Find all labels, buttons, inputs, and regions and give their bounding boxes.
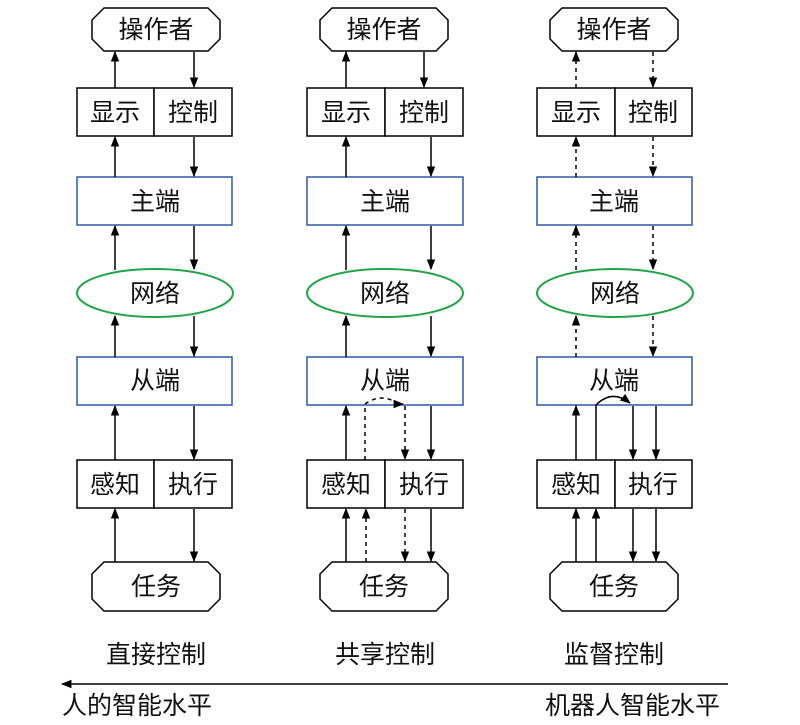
task-node bbox=[549, 561, 679, 612]
sensing-label: 感知 bbox=[551, 470, 601, 499]
execution-label: 执行 bbox=[168, 470, 218, 499]
column-shared-control: 操作者 显示 控制 主端 网络 从端 感知 执行 任务 bbox=[306, 7, 464, 669]
master-box bbox=[306, 176, 464, 226]
execution-label: 执行 bbox=[399, 470, 449, 499]
execution-label: 执行 bbox=[628, 470, 678, 499]
execution-box bbox=[153, 459, 233, 509]
caption-supervisory-control: 监督控制 bbox=[564, 640, 664, 669]
operator-node bbox=[91, 7, 221, 52]
operator-node bbox=[549, 7, 679, 52]
control-box bbox=[384, 87, 464, 137]
network-ellipse bbox=[76, 268, 234, 318]
master-box bbox=[536, 176, 693, 226]
dashed-local-loop-arrow bbox=[364, 397, 405, 460]
task-node bbox=[319, 561, 449, 612]
master-label: 主端 bbox=[130, 187, 180, 216]
slave-label: 从端 bbox=[589, 366, 639, 395]
control-label: 控制 bbox=[628, 98, 678, 127]
control-label: 控制 bbox=[399, 98, 449, 127]
task-label: 任务 bbox=[589, 572, 639, 601]
operator-label: 操作者 bbox=[346, 15, 421, 44]
execution-box bbox=[614, 459, 693, 509]
display-box bbox=[306, 87, 386, 137]
task-node bbox=[91, 561, 221, 612]
caption-shared-control: 共享控制 bbox=[335, 640, 435, 669]
master-box bbox=[76, 176, 233, 226]
master-label: 主端 bbox=[589, 187, 639, 216]
slave-label: 从端 bbox=[130, 366, 180, 395]
slave-label: 从端 bbox=[360, 366, 410, 395]
task-label: 任务 bbox=[131, 572, 181, 601]
slave-box bbox=[76, 356, 233, 406]
network-ellipse bbox=[536, 268, 694, 318]
slave-box bbox=[306, 356, 464, 406]
sensing-box bbox=[306, 459, 386, 509]
network-label: 网络 bbox=[130, 279, 180, 308]
local-loop-arrow bbox=[595, 393, 631, 460]
control-box bbox=[614, 87, 693, 137]
network-label: 网络 bbox=[590, 279, 640, 308]
human-intelligence-level-label: 人的智能水平 bbox=[62, 691, 212, 720]
display-label: 显示 bbox=[551, 98, 601, 127]
display-label: 显示 bbox=[90, 98, 140, 127]
operator-label: 操作者 bbox=[118, 15, 193, 44]
sensing-box bbox=[536, 459, 616, 509]
task-label: 任务 bbox=[359, 572, 409, 601]
caption-direct-control: 直接控制 bbox=[106, 640, 206, 669]
control-label: 控制 bbox=[168, 98, 218, 127]
operator-node bbox=[319, 7, 449, 52]
sensing-box bbox=[76, 459, 155, 509]
robot-intelligence-level-label: 机器人智能水平 bbox=[545, 691, 720, 720]
network-label: 网络 bbox=[360, 279, 410, 308]
master-label: 主端 bbox=[360, 187, 410, 216]
column-supervisory-control: 操作者 显示 控制 主端 网络 从端 感知 执行 任务 bbox=[536, 7, 694, 669]
sensing-label: 感知 bbox=[90, 470, 140, 499]
execution-box bbox=[384, 459, 464, 509]
operator-label: 操作者 bbox=[576, 15, 651, 44]
sensing-label: 感知 bbox=[321, 470, 371, 499]
network-ellipse bbox=[306, 268, 464, 318]
display-label: 显示 bbox=[321, 98, 371, 127]
control-box bbox=[153, 87, 233, 137]
column-direct-control: 操作者 显示 控制 主端 网络 从端 感知 执行 任务 bbox=[76, 7, 234, 669]
